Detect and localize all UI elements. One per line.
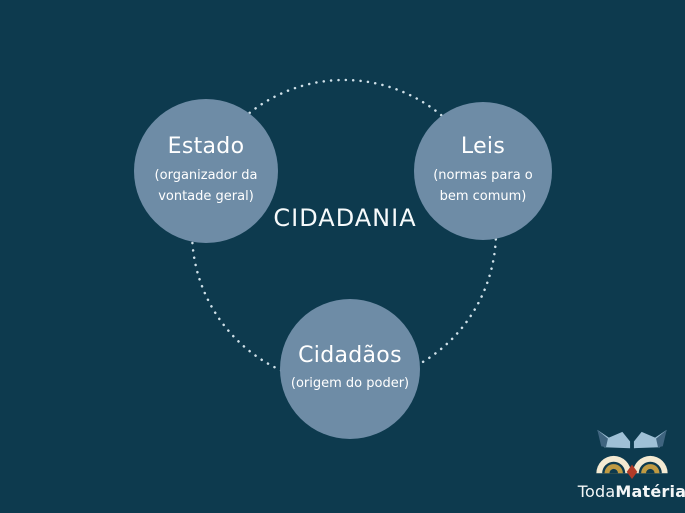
owl-right-brow-shadow — [656, 429, 667, 448]
node-estado: Estado (organizador da vontade geral) — [134, 99, 278, 243]
brand-regular: Toda — [577, 482, 616, 501]
owl-icon — [596, 429, 668, 480]
node-leis: Leis (normas para o bem comum) — [414, 102, 552, 240]
node-leis-title: Leis — [460, 134, 506, 160]
node-estado-title: Estado — [167, 134, 245, 160]
node-leis-subtitle: (normas para o bem comum) — [433, 167, 533, 205]
owl-left-eye-gold — [604, 464, 623, 474]
brand-bold: Matéria — [615, 482, 685, 501]
node-cidadaos-subtitle: (origem do poder) — [290, 376, 410, 392]
node-cidadaos-title: Cidadãos — [298, 343, 402, 369]
owl-right-eye-pupil — [645, 468, 655, 474]
todamateria-logo: TodaMatéria — [578, 428, 685, 501]
owl-right-eye-gold — [641, 464, 660, 474]
owl-left-brow-shadow — [597, 429, 608, 448]
node-cidadaos: Cidadãos (origem do poder) — [280, 299, 420, 439]
diagram-center-title: CIDADANIA — [273, 204, 417, 232]
node-estado-subtitle: (organizador da vontade geral) — [154, 167, 258, 205]
owl-beak-diamond — [626, 464, 638, 480]
owl-left-eye-pupil — [609, 468, 619, 474]
brand-wordmark: TodaMatéria — [578, 482, 685, 501]
